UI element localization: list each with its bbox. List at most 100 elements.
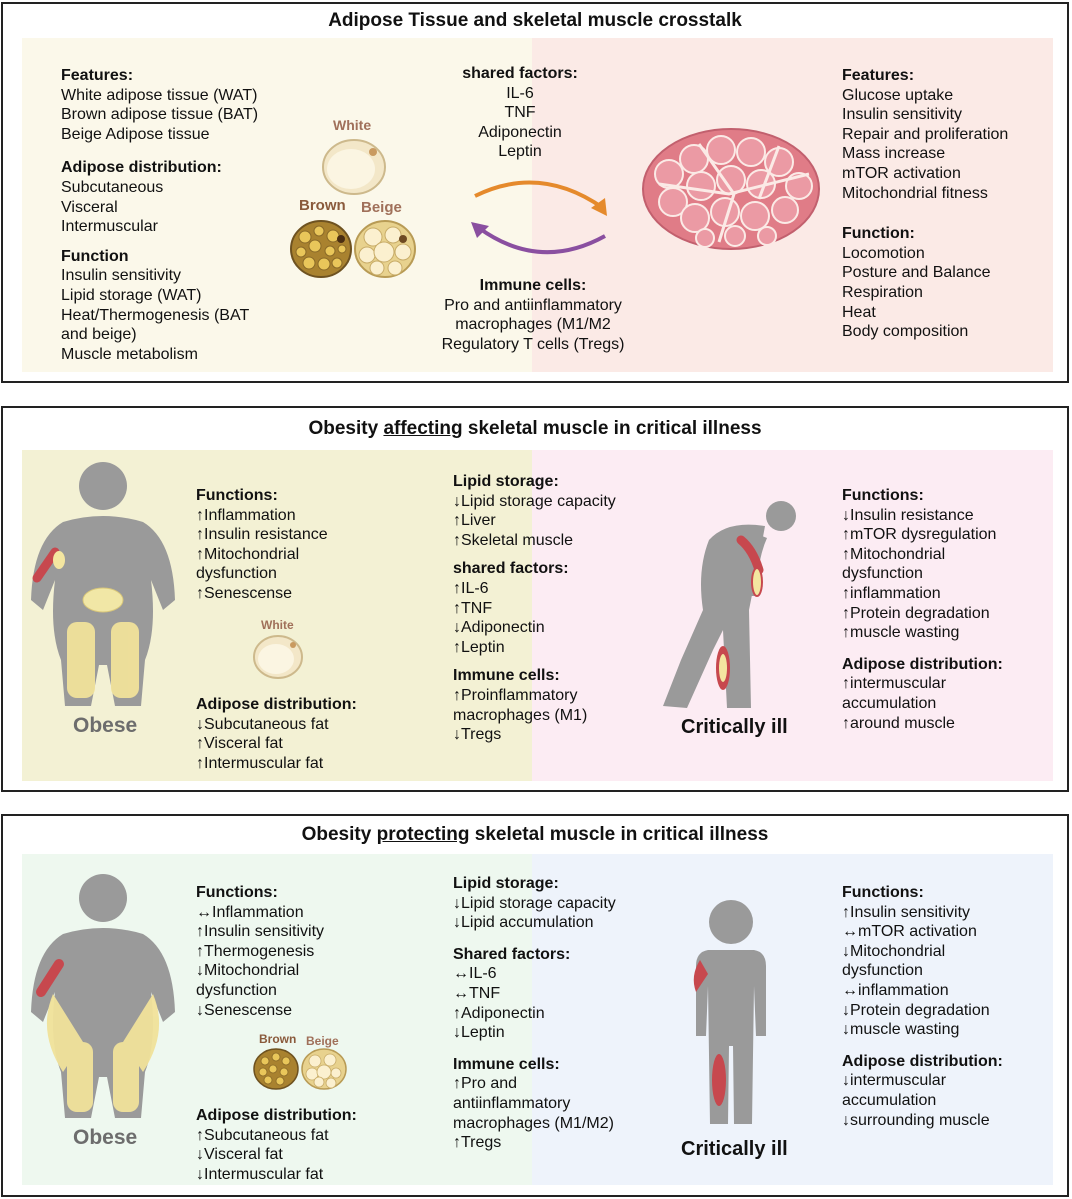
functions-heading: Functions:	[842, 487, 924, 504]
shared-item: ↑Adiponectin	[453, 1004, 545, 1022]
function-item: ↓Mitochondrial	[196, 962, 300, 980]
brown-cell-label: Brown	[259, 1032, 297, 1046]
obese-label: Obese	[73, 714, 138, 737]
function-item: ↔mTOR activation	[842, 923, 977, 941]
function-item: ↔inflammation	[842, 981, 949, 999]
title-part: Obesity	[308, 418, 384, 439]
distribution-item: ↓Visceral fat	[196, 1146, 283, 1164]
distribution-item: ↑Intermuscular fat	[196, 754, 324, 772]
feature-item: White adipose tissue (WAT)	[61, 86, 258, 104]
immune-item: ↑Pro and	[453, 1075, 518, 1093]
distribution-heading: Adipose distribution:	[842, 655, 1003, 673]
shared-item: ↔TNF	[453, 984, 501, 1002]
function-item: Muscle metabolism	[61, 345, 198, 363]
distribution-heading: Adipose distribution:	[196, 696, 357, 713]
function-item: ↑Insulin sensitivity	[842, 903, 971, 921]
shared-heading: Shared factors:	[453, 945, 571, 963]
function-item: ↑Insulin sensitivity	[196, 923, 325, 941]
function-item: ↑Mitochondrial	[196, 545, 300, 563]
features-heading: Features:	[61, 67, 134, 84]
function-item: Body composition	[842, 323, 969, 341]
function-item: dysfunction	[196, 981, 277, 999]
obese-distribution-text: Adipose distribution: ↓Subcutaneous fat …	[196, 695, 357, 773]
feature-item: Mitochondrial fitness	[842, 184, 988, 202]
immune-item: macrophages (M1/M2)	[453, 1114, 614, 1132]
brown-adipocyte-icon	[290, 220, 352, 278]
white-cell-label: White	[333, 117, 372, 133]
title-part: skeletal muscle in critical illness	[469, 824, 769, 845]
beige-cell-label: Beige	[361, 199, 402, 216]
immune-item: Regulatory T cells (Tregs)	[441, 335, 625, 353]
distribution-item: ↓intermuscular	[842, 1072, 947, 1090]
obese-distribution-text: Adipose distribution: ↑Subcutaneous fat …	[196, 1106, 357, 1184]
immune-item: macrophages (M1/M2	[455, 316, 611, 334]
beige-adipocyte-icon	[354, 220, 416, 278]
shared-heading: shared factors:	[462, 65, 578, 82]
distribution-heading: Adipose distribution:	[842, 1052, 1003, 1070]
shared-item: ↓Leptin	[453, 1024, 505, 1042]
crosstalk-arrows	[471, 180, 607, 255]
function-item: Respiration	[842, 283, 923, 301]
distribution-heading: Adipose distribution:	[196, 1107, 357, 1124]
functions-heading: Functions:	[842, 884, 924, 901]
function-item: ↓Mitochondrial	[842, 942, 946, 960]
distribution-item: ↑intermuscular	[842, 675, 947, 693]
immune-heading: Immune cells:	[453, 667, 560, 685]
protecting-panel: Obesity protecting skeletal muscle in cr…	[1, 814, 1069, 1197]
ill-text: Functions: ↑Insulin sensitivity ↔mTOR ac…	[842, 883, 1003, 1130]
ill-background	[532, 450, 1053, 781]
lipid-item: ↑Liver	[453, 512, 496, 530]
lipid-item: ↑Skeletal muscle	[453, 531, 574, 549]
feature-item: Beige Adipose tissue	[61, 125, 210, 143]
lipid-heading: Lipid storage:	[453, 473, 559, 490]
middle-text: Lipid storage: ↓Lipid storage capacity ↓…	[453, 874, 616, 1153]
functions-heading: Functions:	[196, 487, 278, 504]
shared-item: TNF	[504, 104, 536, 122]
function-heading: Function:	[842, 225, 915, 243]
obese-functions-text: Functions: ↑Inflammation ↑Insulin resist…	[196, 486, 328, 604]
function-item: ↑Mitochondrial	[842, 545, 946, 563]
ill-text: Functions: ↓Insulin resistance ↑mTOR dys…	[842, 486, 1003, 733]
function-heading: Function	[61, 247, 129, 265]
function-item: ↑Insulin resistance	[196, 526, 328, 544]
critically-ill-person-icon	[663, 501, 796, 708]
immune-item: ↑Proinflammatory	[453, 686, 578, 704]
function-item: ↑Senescense	[196, 584, 293, 602]
distribution-item: accumulation	[842, 1091, 937, 1109]
distribution-item: Intermuscular	[61, 218, 158, 236]
function-item: dysfunction	[842, 565, 923, 583]
function-item: ↑Protein degradation	[842, 604, 990, 622]
critically-ill-person-icon	[693, 900, 766, 1124]
panel-title: Obesity affecting skeletal muscle in cri…	[3, 418, 1067, 440]
function-item: Heat	[842, 303, 876, 321]
middle-text: Lipid storage: ↓Lipid storage capacity ↑…	[453, 472, 616, 745]
distribution-item: ↓surrounding muscle	[842, 1111, 990, 1129]
shared-item: ↑Leptin	[453, 638, 505, 656]
lipid-item: ↓Lipid storage capacity	[453, 492, 616, 510]
obese-person-icon	[31, 874, 175, 1118]
function-item: ↑muscle wasting	[842, 624, 960, 642]
function-item: Posture and Balance	[842, 264, 991, 282]
function-item: ↓muscle wasting	[842, 1021, 960, 1039]
brown-cell-label: Brown	[299, 197, 346, 214]
white-adipocyte-icon	[253, 635, 303, 679]
features-heading: Features:	[842, 67, 915, 84]
function-item: dysfunction	[196, 565, 277, 583]
obese-person-icon	[31, 462, 175, 706]
panel-title: Obesity protecting skeletal muscle in cr…	[3, 824, 1067, 846]
muscle-cross-section-icon	[642, 128, 820, 250]
function-item: ↓Protein degradation	[842, 1001, 990, 1019]
distribution-item: ↓Intermuscular fat	[196, 1165, 324, 1183]
muscle-text: Features: Glucose uptake Insulin sensiti…	[842, 66, 1008, 342]
function-item: ↑inflammation	[842, 584, 941, 602]
shared-item: ↔IL-6	[453, 965, 497, 983]
function-item: Insulin sensitivity	[61, 267, 182, 285]
shared-item: ↑IL-6	[453, 579, 489, 597]
immune-item: antiinflammatory	[453, 1094, 571, 1112]
critically-ill-label: Critically ill	[681, 716, 788, 738]
white-adipocyte-icon	[322, 139, 386, 195]
feature-item: Insulin sensitivity	[842, 106, 963, 124]
shared-heading: shared factors:	[453, 560, 569, 578]
immune-item: Pro and antiinflammatory	[444, 296, 622, 314]
feature-item: Glucose uptake	[842, 86, 954, 104]
